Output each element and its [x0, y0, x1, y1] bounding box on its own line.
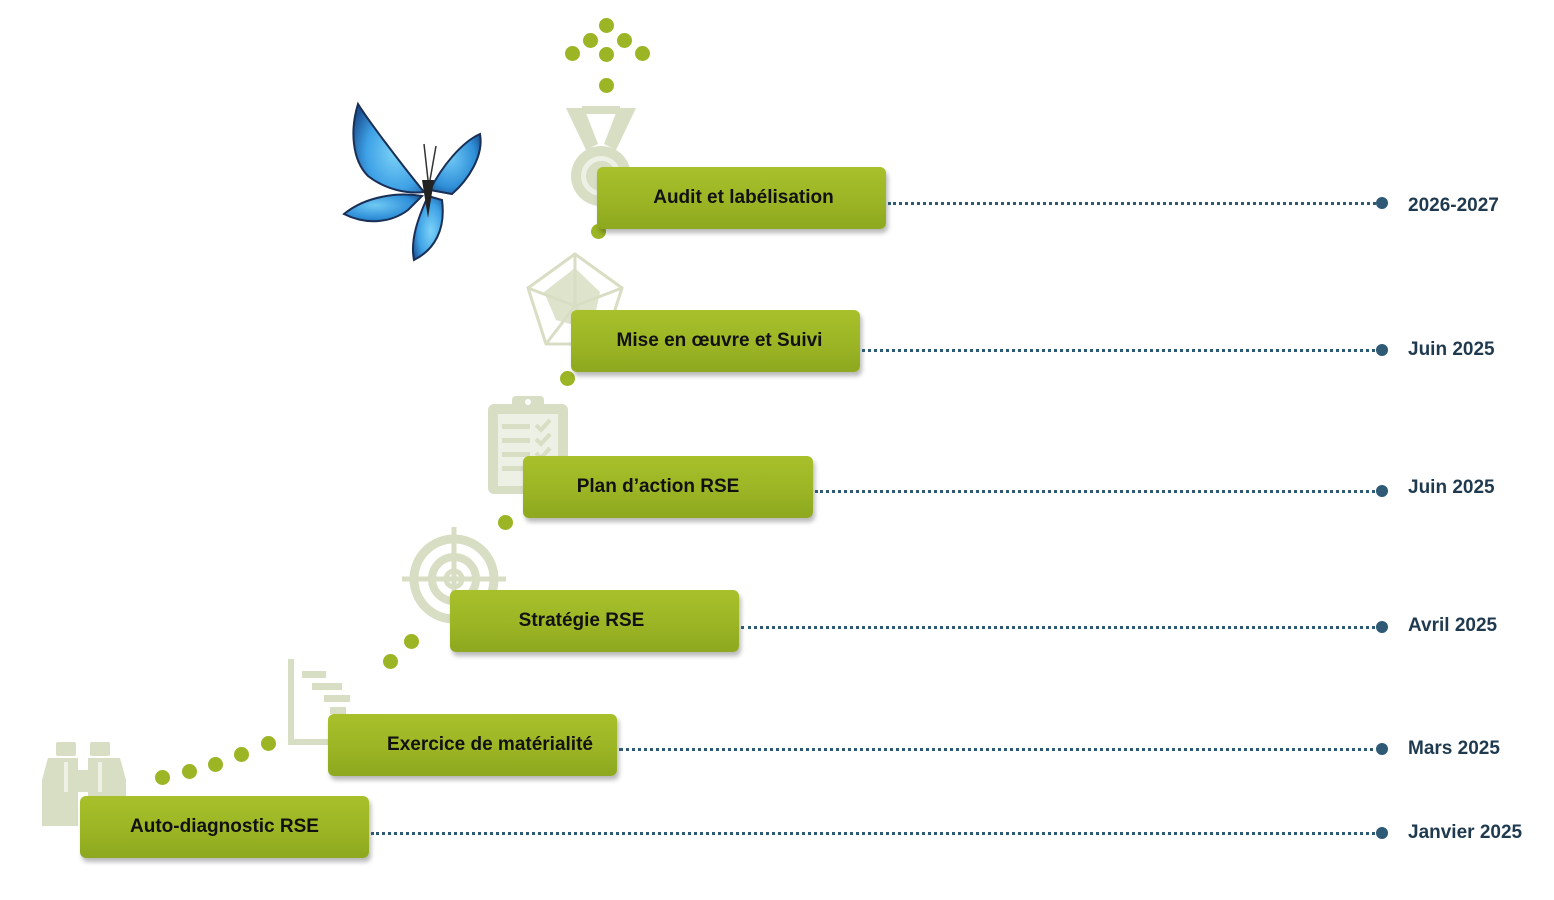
timeline-connector [741, 626, 1381, 629]
path-dot [404, 634, 419, 649]
path-dot [599, 47, 614, 62]
step-box: Exercice de matérialité [328, 714, 617, 776]
step-box: Plan d’action RSE [523, 456, 813, 518]
step-date: Janvier 2025 [1408, 822, 1523, 843]
step-box: Stratégie RSE [450, 590, 739, 652]
butterfly-icon [342, 101, 482, 262]
path-dot [635, 46, 650, 61]
step-box: Auto-diagnostic RSE [80, 796, 369, 858]
timeline-connector [371, 832, 1381, 835]
step-box: Mise en œuvre et Suivi [571, 310, 860, 372]
timeline-end-dot [1376, 197, 1388, 209]
step-label: Mise en œuvre et Suivi [616, 330, 823, 351]
step-box: Audit et labélisation [597, 167, 886, 229]
step-date: Avril 2025 [1408, 615, 1498, 636]
timeline-connector [619, 748, 1381, 751]
step-date: 2026-2027 [1408, 195, 1499, 216]
path-dot [617, 33, 632, 48]
path-dot [208, 757, 223, 772]
path-dot [599, 78, 614, 93]
path-dot [560, 371, 575, 386]
timeline-connector [862, 349, 1381, 352]
step-date: Mars 2025 [1408, 738, 1500, 759]
path-dot [565, 46, 580, 61]
path-dot [383, 654, 398, 669]
step-date: Juin 2025 [1408, 339, 1495, 360]
path-dot [261, 736, 276, 751]
timeline-end-dot [1376, 743, 1388, 755]
timeline-end-dot [1376, 827, 1388, 839]
path-dot [234, 747, 249, 762]
step-label: Auto-diagnostic RSE [130, 816, 319, 837]
path-dot [182, 764, 197, 779]
timeline-end-dot [1376, 621, 1388, 633]
timeline-end-dot [1376, 485, 1388, 497]
path-dot [155, 770, 170, 785]
timeline-connector [888, 202, 1381, 205]
path-dot [599, 18, 614, 33]
timeline-end-dot [1376, 344, 1388, 356]
path-dot [498, 515, 513, 530]
step-label: Stratégie RSE [518, 610, 645, 631]
step-date: Juin 2025 [1408, 477, 1495, 498]
step-label: Exercice de matérialité [387, 734, 593, 755]
path-dot [583, 33, 598, 48]
timeline-connector [815, 490, 1381, 493]
step-label: Audit et labélisation [653, 187, 834, 208]
step-label: Plan d’action RSE [576, 476, 740, 497]
